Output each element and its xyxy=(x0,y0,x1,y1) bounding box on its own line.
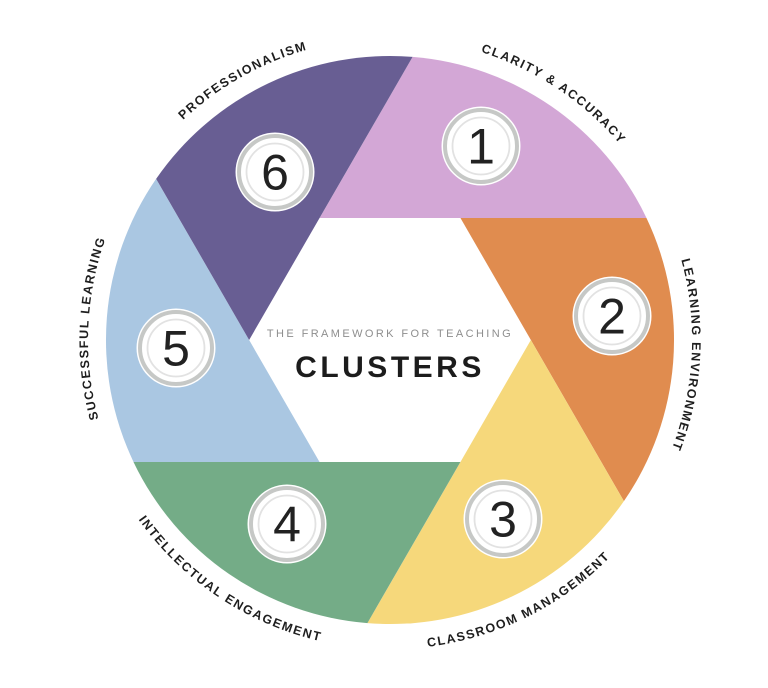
badge-number-4: 4 xyxy=(273,497,301,553)
badge-inner-ring xyxy=(146,318,206,378)
center-title-group: THE FRAMEWORK FOR TEACHING CLUSTERS xyxy=(267,328,513,384)
badge-ring xyxy=(465,481,541,557)
badge-number-3: 3 xyxy=(489,492,517,548)
badge-ring xyxy=(249,486,325,562)
badge-2: 2 xyxy=(572,276,652,356)
badge-5: 5 xyxy=(136,308,216,388)
badge-ring xyxy=(574,278,650,354)
aperture-blades xyxy=(106,56,674,624)
label-successful-learning: SUCCESSFUL LEARNING xyxy=(77,235,109,422)
badge-ring xyxy=(237,134,313,210)
badge-number-1: 1 xyxy=(467,119,495,175)
badge-ring xyxy=(138,310,214,386)
badge-inner-ring xyxy=(582,286,642,346)
badge-inner-ring xyxy=(451,116,511,176)
badge-inner-ring xyxy=(473,489,533,549)
cluster-badges: 1 2 3 4 xyxy=(136,106,652,564)
badge-3: 3 xyxy=(463,479,543,559)
badge-inner-ring xyxy=(245,142,305,202)
badge-6: 6 xyxy=(235,132,315,212)
main-title: CLUSTERS xyxy=(295,351,485,384)
badge-1: 1 xyxy=(441,106,521,186)
label-learning-environment: LEARNING ENVIRONMENT xyxy=(669,257,703,454)
eyebrow-title: THE FRAMEWORK FOR TEACHING xyxy=(267,328,513,340)
blade-successful-learning xyxy=(106,178,320,462)
badge-ring xyxy=(443,108,519,184)
badge-number-5: 5 xyxy=(162,321,190,377)
badge-4: 4 xyxy=(247,484,327,564)
badge-number-2: 2 xyxy=(598,289,626,345)
badge-inner-ring xyxy=(257,494,317,554)
badge-number-6: 6 xyxy=(261,145,289,201)
